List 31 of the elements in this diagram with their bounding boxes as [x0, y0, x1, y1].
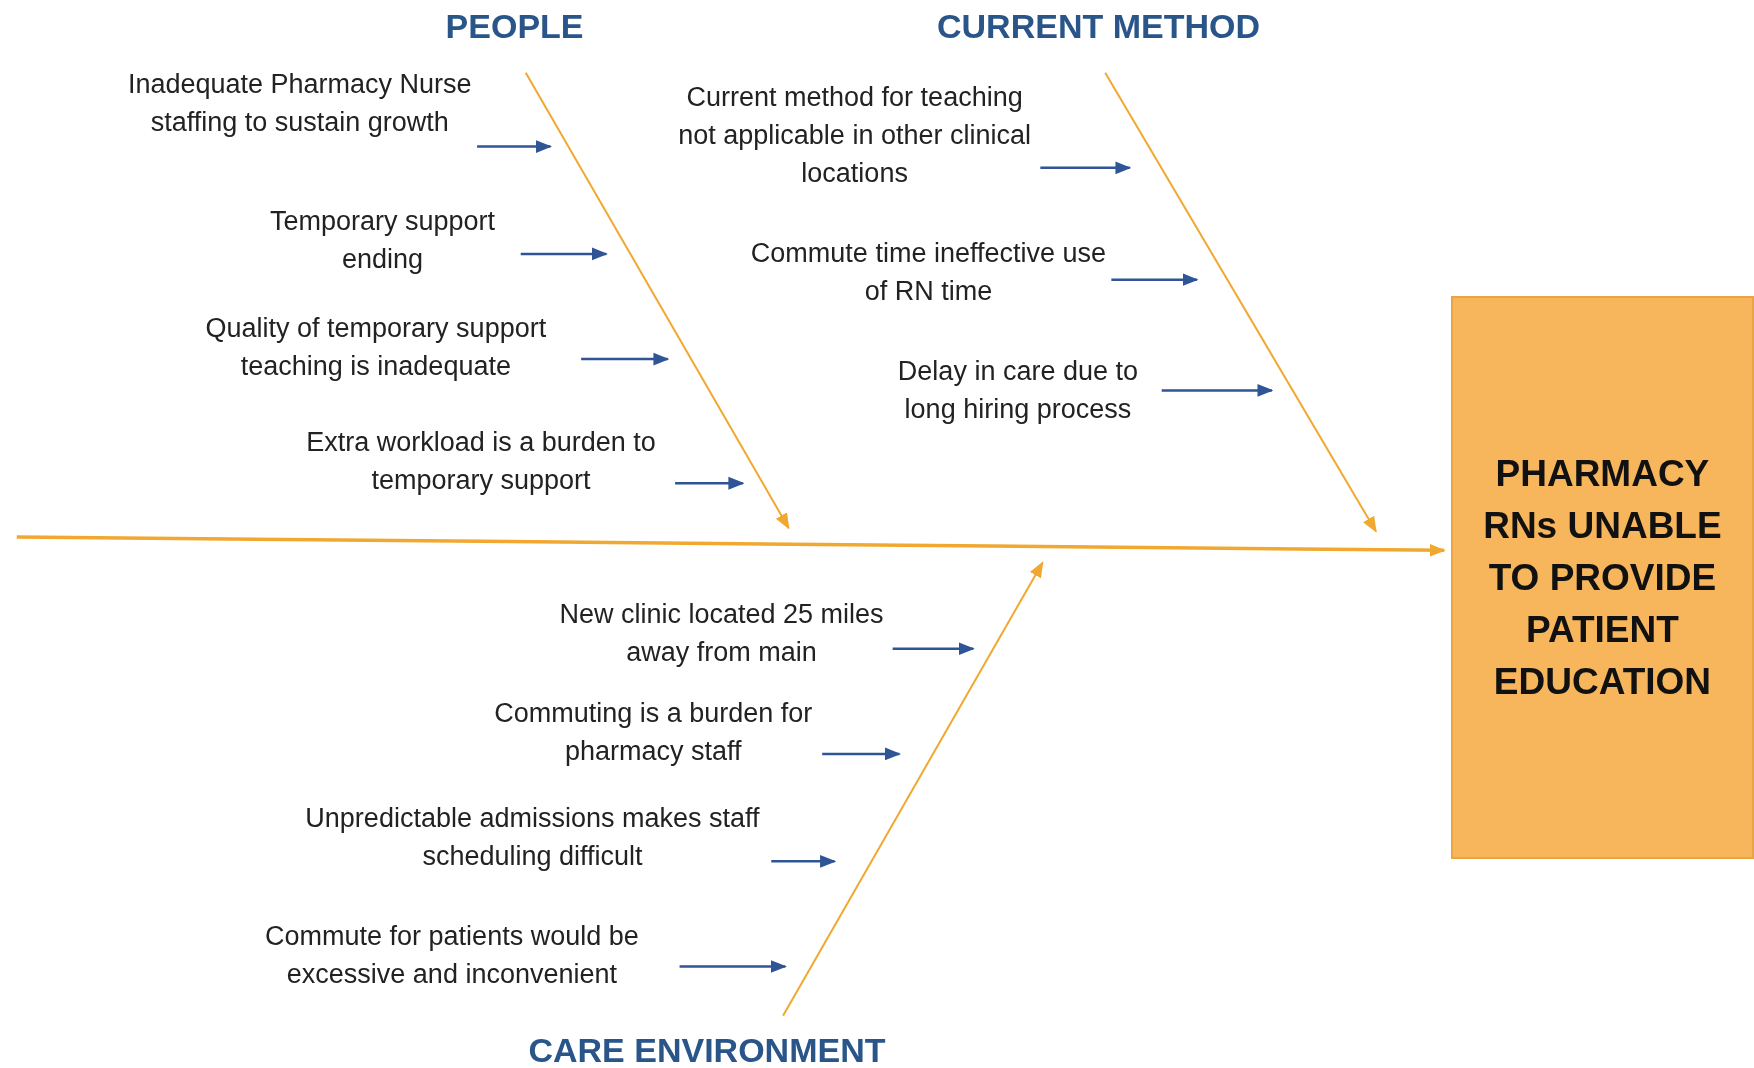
bone-arrow — [782, 561, 1044, 1017]
arrow — [1111, 273, 1199, 287]
arrow — [771, 854, 837, 868]
arrow — [822, 747, 901, 761]
category-heading: CARE ENVIRONMENT — [528, 1031, 886, 1068]
arrow — [679, 960, 787, 973]
cause-text: Extra workload is a burden to temporary support — [288, 422, 674, 499]
arrow — [675, 476, 745, 490]
cause-text: Commuting is a burden for pharmacy staff — [485, 693, 822, 770]
spine-arrow — [16, 535, 1446, 557]
cause-text: Commute for patients would be excessive and inconvenient — [225, 917, 679, 994]
category-heading: CURRENT METHOD — [937, 6, 1260, 46]
bone-arrow — [1104, 71, 1377, 533]
cause-text: Commute time ineffective use of RN time — [746, 233, 1111, 310]
arrow — [581, 352, 670, 366]
cause-text: Unpredictable admissions makes staff scheduling difficult — [294, 798, 771, 875]
effect-text: PHARMACY RNs UNABLE TO PROVIDE PATIENT EDUCATION — [1482, 451, 1723, 704]
cause-text: Current method for teaching not applicable in other clinical locations — [670, 78, 1040, 193]
arrow — [1040, 161, 1132, 175]
cause-text: Temporary support ending — [245, 202, 520, 279]
cause-text: Inadequate Pharmacy Nurse staffing to sustain growth — [123, 64, 476, 141]
bone-arrow — [524, 71, 790, 530]
cause-text: Quality of temporary support teaching is inadequate — [171, 308, 580, 385]
arrow — [1161, 384, 1274, 397]
cause-text: New clinic located 25 miles away from main — [551, 595, 892, 672]
cause-text: Delay in care due to long hiring process — [875, 352, 1161, 429]
arrow — [892, 642, 975, 656]
category-heading: PEOPLE — [445, 6, 584, 46]
arrow — [477, 140, 552, 153]
effect-box — [1450, 296, 1754, 860]
arrow — [520, 247, 608, 261]
